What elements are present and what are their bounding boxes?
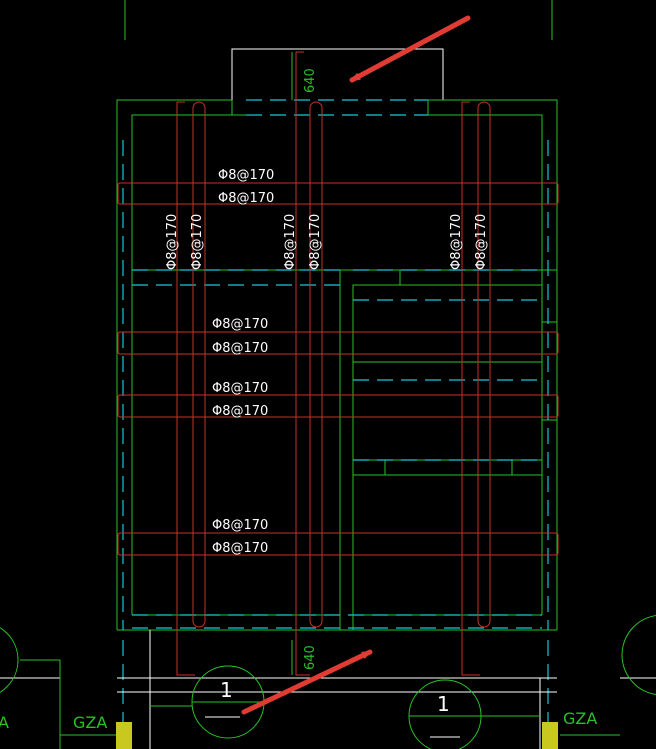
dimension-label-bottom: 640 (303, 645, 318, 670)
rebar-label-h4: Φ8@170 (212, 341, 268, 356)
section-number-right: 1 (437, 692, 450, 716)
edge-circle-right (621, 614, 656, 696)
rebar-label-h7: Φ8@170 (212, 518, 268, 533)
column-right (542, 722, 558, 749)
rebar-label-v5: Φ8@170 (449, 214, 464, 270)
bottom-outline (0, 630, 656, 749)
rebar-label-h3: Φ8@170 (212, 317, 268, 332)
rebar-label-h8: Φ8@170 (212, 541, 268, 556)
dashed-beams (122, 99, 549, 745)
rebar-label-v2: Φ8@170 (190, 214, 205, 270)
outer-wall (116, 99, 558, 631)
edge-circle-left (0, 627, 19, 693)
column-tag-left: GZA (73, 713, 107, 732)
dimension-label-top: 640 (303, 68, 318, 93)
vertical-rebars (176, 51, 491, 676)
section-symbol-right (408, 679, 540, 749)
rebar-label-v4: Φ8@170 (308, 214, 323, 270)
rebar-label-v3: Φ8@170 (283, 214, 298, 270)
rebar-label-v6: Φ8@170 (474, 214, 489, 270)
rebar-label-v1: Φ8@170 (165, 214, 180, 270)
column-left (116, 722, 132, 749)
column-tag-edge: A (0, 713, 9, 732)
rebar-label-h1: Φ8@170 (218, 168, 274, 183)
annotation-arrow-top (349, 15, 471, 83)
section-number-left: 1 (220, 678, 233, 702)
column-tag-right: GZA (563, 709, 597, 728)
rebar-label-h6: Φ8@170 (212, 404, 268, 419)
annotation-arrow-bottom (241, 649, 373, 715)
top-opening-outline (231, 48, 444, 100)
section-symbol-left (150, 665, 265, 739)
interior-walls (132, 269, 557, 630)
rebar-label-h5: Φ8@170 (212, 381, 268, 396)
rebar-label-h2: Φ8@170 (218, 191, 274, 206)
horizontal-rebars (117, 182, 559, 556)
